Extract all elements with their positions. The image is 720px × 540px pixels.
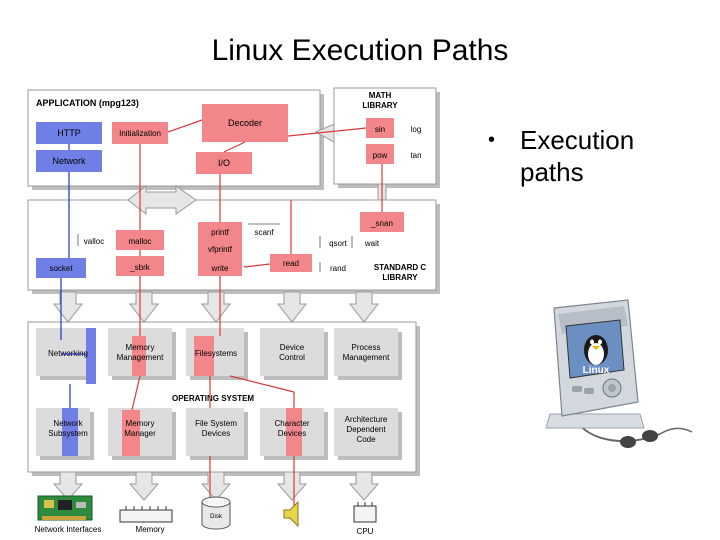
box-read — [270, 254, 312, 272]
box-printf — [198, 222, 242, 240]
box-log-label: log — [411, 125, 422, 134]
memory-chip-icon — [119, 506, 173, 523]
box-malloc — [116, 230, 164, 250]
cpu-label: CPU — [357, 527, 374, 536]
box-vfprintf — [198, 240, 242, 258]
box-write-label: write — [211, 264, 229, 273]
box-read-label: read — [283, 259, 299, 268]
box-scanf-label: scanf — [254, 228, 274, 237]
c-library-separators — [77, 223, 353, 272]
box-io — [196, 152, 252, 174]
red-execution-path — [131, 119, 383, 506]
box-snan — [360, 212, 404, 232]
os-label: OPERATING SYSTEM — [172, 394, 254, 403]
network-subsystem-highlight — [62, 408, 78, 456]
box-socket — [36, 258, 86, 278]
box-initialization — [112, 122, 168, 144]
box-sin — [366, 118, 394, 138]
box-decoder-label: Decoder — [228, 118, 262, 128]
box-http — [36, 122, 102, 144]
blue-execution-path — [60, 144, 86, 408]
box-valloc-label: valloc — [84, 237, 104, 246]
memory-management-highlight — [132, 336, 146, 376]
speaker-icon — [283, 500, 299, 528]
box-decoder — [202, 104, 288, 142]
box-io-label: I/O — [218, 158, 230, 168]
box-qsort-label: qsort — [329, 239, 348, 248]
box-sbrk — [116, 256, 164, 276]
box-network-label: Network — [52, 156, 86, 166]
box-pow-label: pow — [373, 151, 388, 160]
linux-handheld-device-image: Linux — [545, 299, 693, 448]
box-sin-label: sin — [375, 125, 385, 134]
box-http-label: HTTP — [57, 128, 81, 138]
filesystems-highlight — [194, 336, 214, 376]
slide-title: Linux Execution Paths — [211, 34, 509, 67]
box-malloc-label: malloc — [128, 237, 151, 246]
bullet-text: Execution paths — [520, 125, 635, 187]
box-vfprintf-label: vfprintf — [208, 245, 233, 254]
box-tan-label: tan — [410, 151, 421, 160]
memory-manager-highlight — [122, 410, 140, 456]
filesystems-label: Filesystems — [195, 349, 237, 358]
layer-arrows — [52, 123, 387, 501]
network-interface-card-icon — [37, 495, 93, 521]
box-snan-label: _snan — [370, 219, 393, 228]
box-socket-label: socket — [49, 264, 73, 273]
box-pow — [366, 144, 394, 164]
disk-icon — [201, 496, 231, 530]
network-interfaces-label: Network Interfaces — [35, 525, 102, 534]
application-label: APPLICATION (mpg123) — [36, 98, 139, 108]
character-devices-highlight — [286, 408, 302, 456]
box-wait-label: wait — [364, 239, 380, 248]
bullet-point-icon: • — [488, 129, 496, 151]
box-initialization-label: Initialization — [119, 129, 161, 138]
networking-highlight — [86, 328, 96, 384]
box-printf-label: printf — [211, 228, 230, 237]
cpu-icon — [353, 502, 377, 523]
box-rand-label: rand — [330, 264, 346, 273]
box-sbrk-label: _sbrk — [129, 263, 151, 272]
box-network — [36, 150, 102, 172]
device-brand-text: Linux — [583, 365, 610, 376]
disk-label: Disk — [210, 514, 223, 520]
memory-label: Memory — [136, 525, 165, 534]
box-write — [198, 258, 242, 276]
